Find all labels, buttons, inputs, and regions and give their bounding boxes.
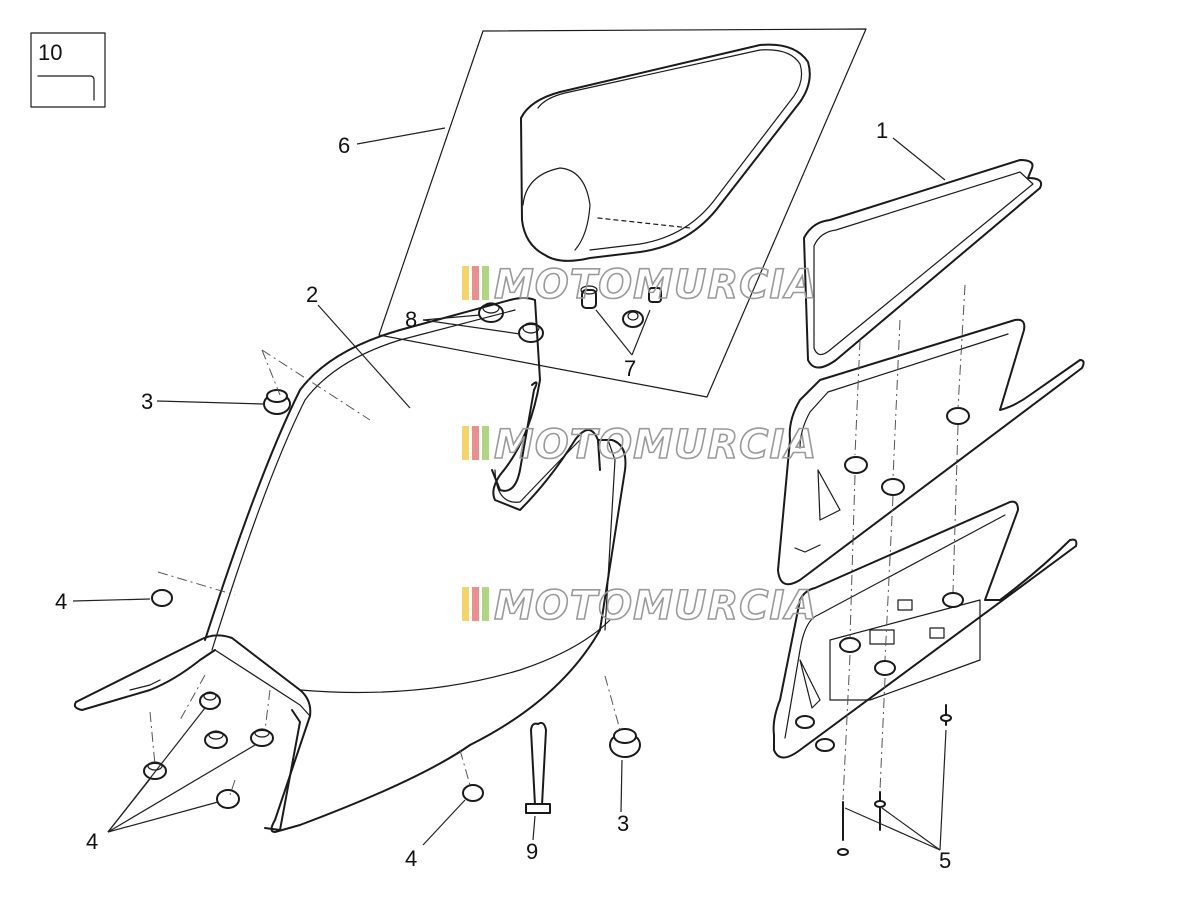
- callout-1: 1: [876, 118, 888, 143]
- rubber-buffer: [199, 691, 221, 710]
- callout-7: 7: [624, 356, 636, 381]
- watermark-text: MOTOMURCIA: [494, 583, 817, 629]
- rubber-buffer: [151, 589, 173, 607]
- callout-5: 5: [939, 848, 951, 873]
- callout-4: 4: [405, 846, 417, 871]
- watermark-text: MOTOMURCIA: [494, 262, 817, 308]
- watermark-stripe: [472, 587, 479, 621]
- callout-9: 9: [526, 839, 538, 864]
- rubber-buffer: [462, 784, 484, 802]
- leader-lines: [72, 127, 947, 851]
- watermark-stripe: [462, 266, 469, 300]
- rubber-buffer: [518, 322, 544, 343]
- rubber-buffer: [143, 761, 167, 780]
- callout-4: 4: [86, 829, 98, 854]
- flange-nut: [263, 389, 291, 415]
- tool-box-label: 10: [38, 40, 62, 65]
- watermark-stripe: [482, 587, 489, 621]
- rubber-buffer: [204, 730, 228, 749]
- rider-seat: [73, 297, 627, 833]
- watermark-stripe: [462, 587, 469, 621]
- watermark-stripe: [482, 266, 489, 300]
- screw: [940, 704, 952, 726]
- watermark-stripe: [482, 426, 489, 460]
- grommet: [648, 287, 662, 303]
- watermark-stripe: [472, 266, 479, 300]
- watermark-stripe: [472, 426, 479, 460]
- watermark: MOTOMURCIA: [462, 582, 817, 630]
- callout-8: 8: [405, 307, 417, 332]
- tail-tray-assembly: [772, 159, 1085, 759]
- hex-key-icon: [37, 75, 95, 101]
- watermark: MOTOMURCIA: [462, 261, 817, 309]
- grommet: [580, 285, 598, 309]
- flange-nut: [609, 728, 641, 758]
- callout-4: 4: [55, 589, 67, 614]
- callout-6: 6: [338, 133, 350, 158]
- assembly-lines: [149, 284, 966, 801]
- callout-3: 3: [141, 389, 153, 414]
- callout-2: 2: [306, 282, 318, 307]
- watermark: MOTOMURCIA: [462, 421, 817, 469]
- seat-cowl-panel: [378, 28, 867, 398]
- rubber-buffer: [250, 728, 274, 747]
- rubber-buffer: [216, 789, 240, 809]
- tool-box: 10: [30, 32, 106, 108]
- screw: [837, 801, 849, 856]
- watermark-stripe: [462, 426, 469, 460]
- screw: [874, 791, 886, 831]
- grommet: [622, 310, 644, 328]
- callout-3: 3: [617, 811, 629, 836]
- cable-tie: [525, 721, 551, 814]
- watermark-text: MOTOMURCIA: [494, 422, 817, 468]
